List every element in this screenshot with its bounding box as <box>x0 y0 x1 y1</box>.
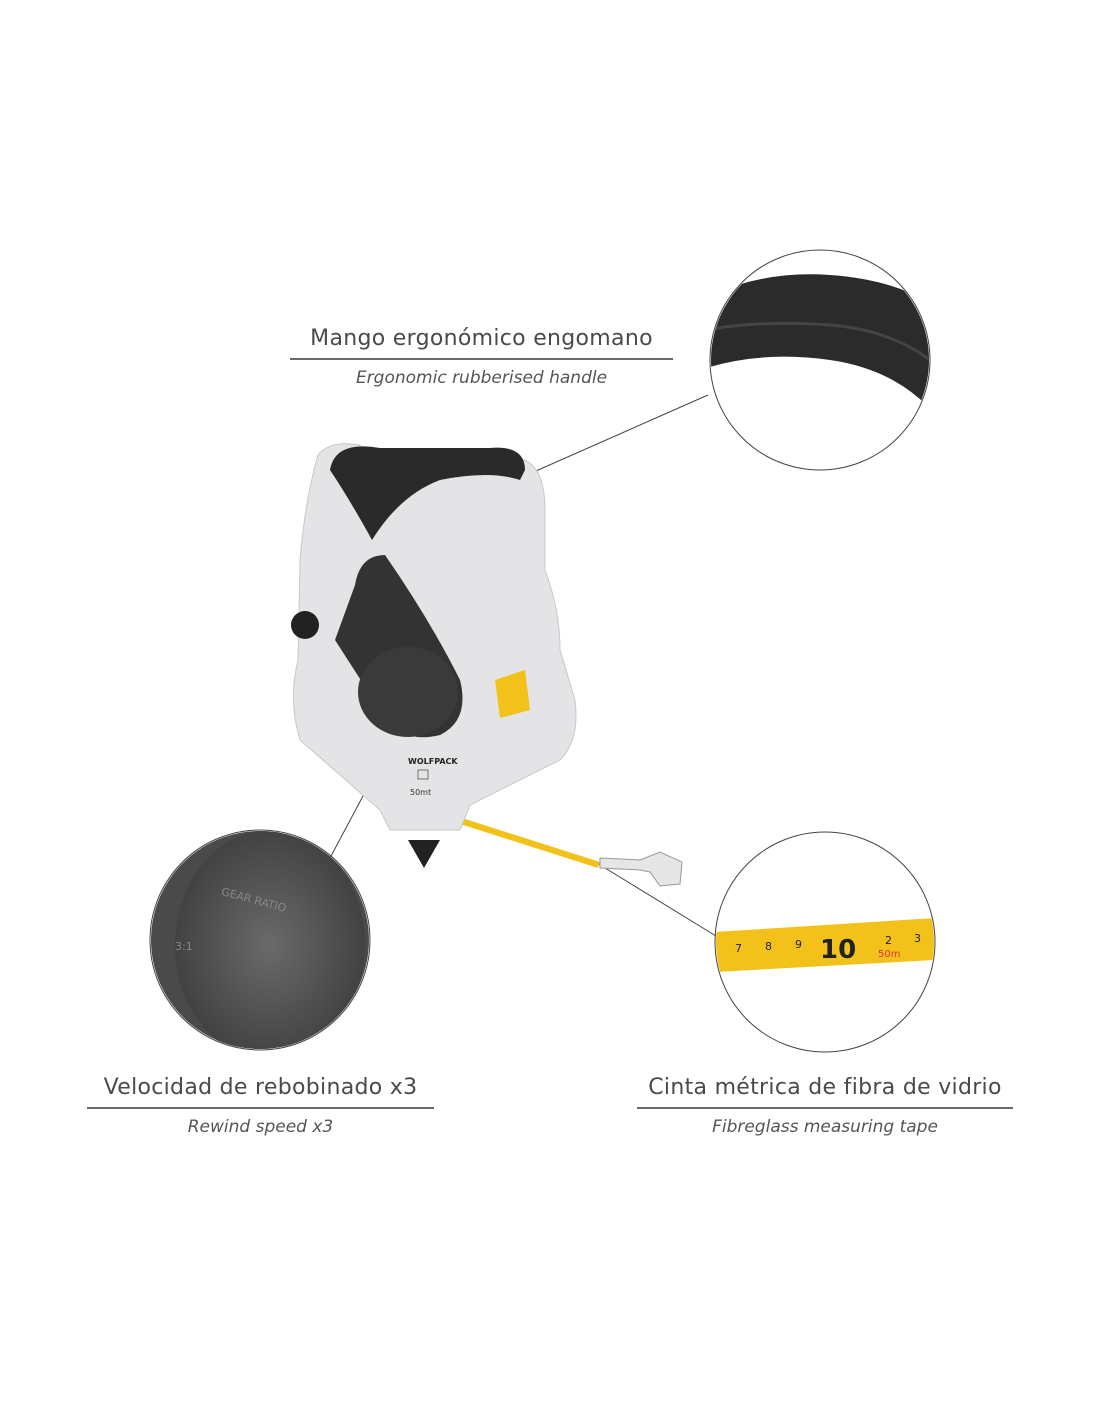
svg-text:2: 2 <box>885 934 892 947</box>
callout-tape: Cinta métrica de fibra de vidrio Fibregl… <box>637 1073 1013 1139</box>
svg-text:10: 10 <box>820 935 856 965</box>
detail-circle-handle <box>709 249 931 471</box>
callout-title: Mango ergonómico engomano <box>310 326 653 351</box>
callout-subtitle: Fibreglass measuring tape <box>712 1117 938 1137</box>
divider <box>637 1107 1013 1109</box>
svg-text:9: 9 <box>795 938 802 951</box>
tape-measure-device: WOLFPACK 50mt <box>291 443 577 868</box>
length-text: 50mt <box>410 788 431 797</box>
callout-rewind: Velocidad de rebobinado x3 Rewind speed … <box>87 1073 434 1139</box>
svg-text:7: 7 <box>735 942 742 955</box>
extended-tape <box>460 818 683 887</box>
detail-circle-tape: 7 8 9 10 2 3 50m <box>714 831 936 1053</box>
svg-text:8: 8 <box>765 940 772 953</box>
divider <box>290 358 673 360</box>
callout-title: Cinta métrica de fibra de vidrio <box>648 1075 1002 1100</box>
detail-circle-gear: GEAR RATIO 3:1 <box>149 829 371 1051</box>
callout-subtitle: Ergonomic rubberised handle <box>355 368 608 388</box>
tape-length-text: 50m <box>878 949 900 960</box>
callout-subtitle: Rewind speed x3 <box>187 1117 334 1137</box>
divider <box>87 1107 434 1109</box>
callout-handle: Mango ergonómico engomano Ergonomic rubb… <box>290 324 673 390</box>
gear-ratio-text: 3:1 <box>175 940 193 953</box>
brand-label: WOLFPACK 50mt <box>408 757 458 797</box>
callout-title: Velocidad de rebobinado x3 <box>103 1075 418 1100</box>
brand-text: WOLFPACK <box>408 757 458 766</box>
svg-text:3: 3 <box>914 932 921 945</box>
